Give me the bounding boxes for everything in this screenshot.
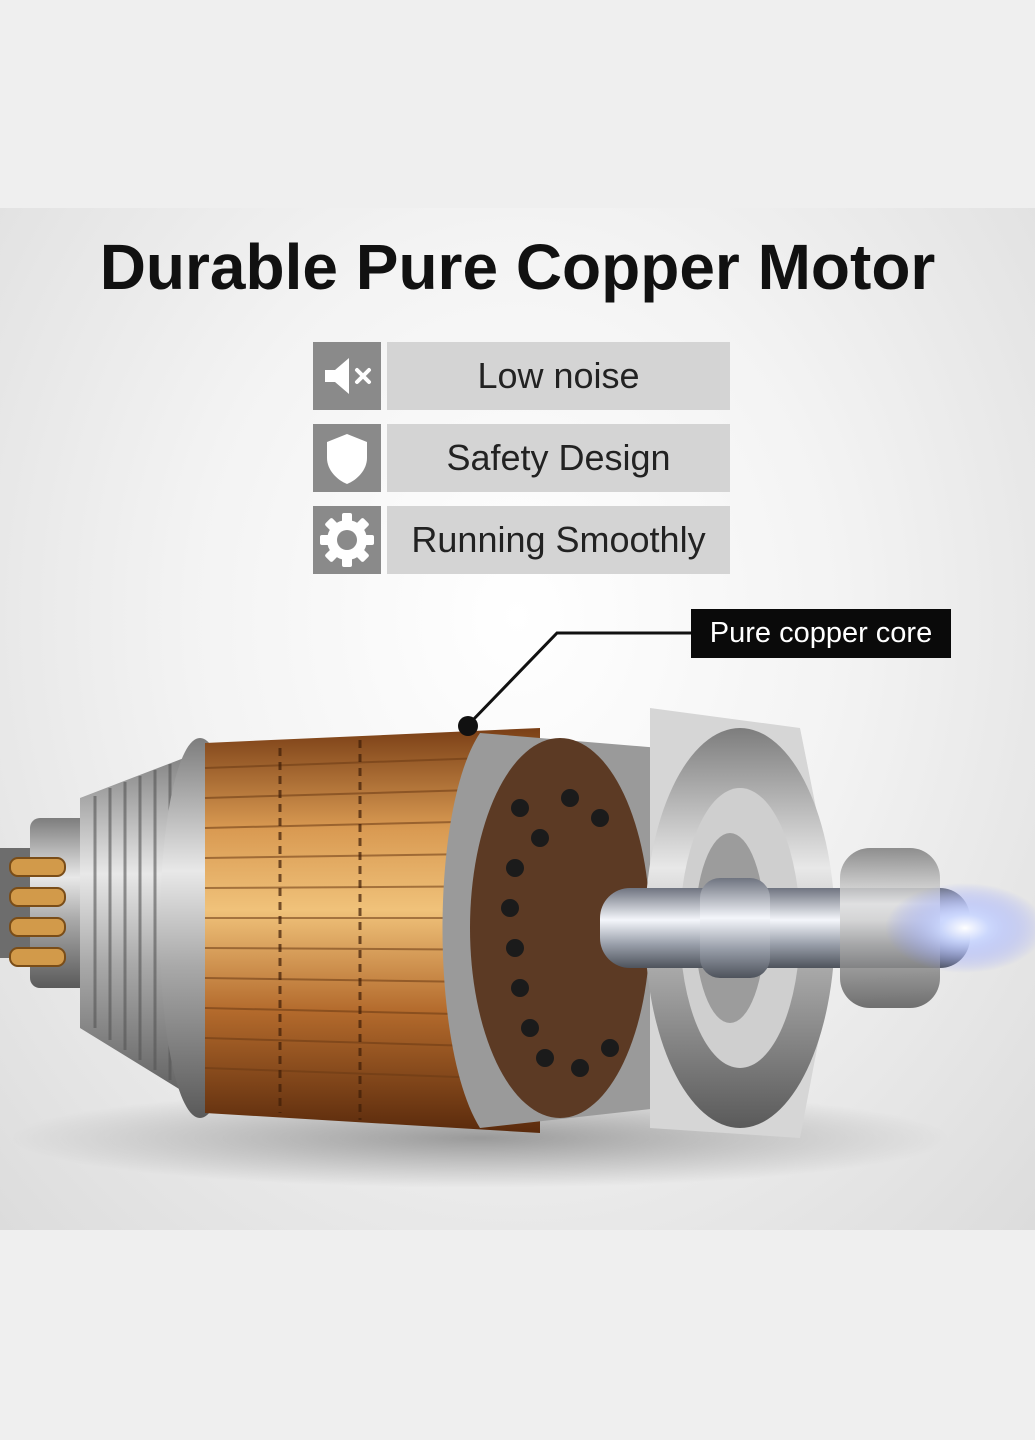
muted-speaker-icon bbox=[313, 342, 381, 410]
feature-safety-design: Safety Design bbox=[313, 424, 730, 492]
feature-label: Safety Design bbox=[387, 424, 730, 492]
feature-label: Low noise bbox=[387, 342, 730, 410]
gear-icon bbox=[313, 506, 381, 574]
feature-low-noise: Low noise bbox=[313, 342, 730, 410]
shield-icon bbox=[313, 424, 381, 492]
callout-label: Pure copper core bbox=[691, 609, 951, 658]
product-banner: Durable Pure Copper Motor Low noise Safe… bbox=[0, 208, 1035, 1230]
page-title: Durable Pure Copper Motor bbox=[99, 231, 936, 303]
feature-running-smoothly: Running Smoothly bbox=[313, 506, 730, 574]
motor-illustration bbox=[0, 631, 1035, 1188]
feature-label: Running Smoothly bbox=[387, 506, 730, 574]
